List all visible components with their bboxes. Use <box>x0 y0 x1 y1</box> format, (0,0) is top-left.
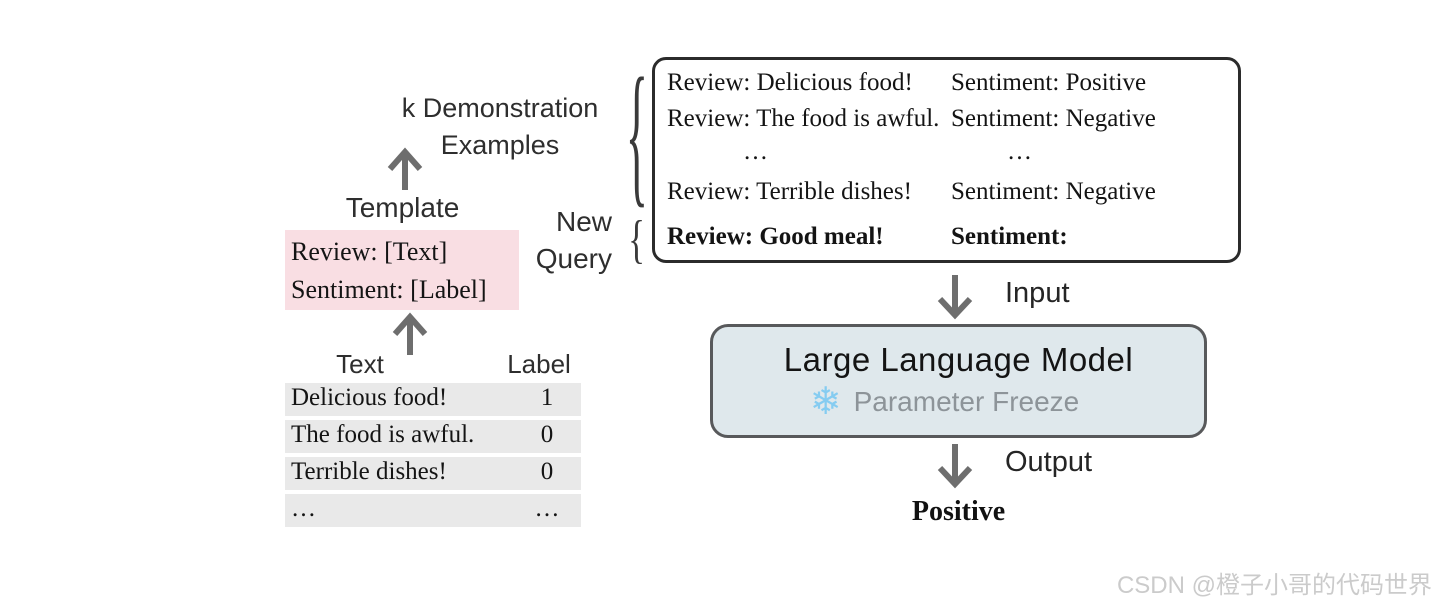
template-label: Template <box>345 192 460 223</box>
table-cell-label: 1 <box>540 384 554 411</box>
result-label: Positive <box>911 496 1006 527</box>
dataset-table: Delicious food! 1 The food is awful. 0 T… <box>285 383 581 531</box>
brace-icon: { <box>628 209 646 269</box>
prompt-sentiment: Sentiment: Negative <box>951 178 1156 205</box>
table-row: Delicious food! 1 <box>285 383 581 416</box>
output-label: Output <box>1005 446 1093 478</box>
table-row: … … <box>285 494 581 527</box>
table-cell-label: 0 <box>540 458 554 485</box>
table-cell-text: Terrible dishes! <box>291 458 447 485</box>
llm-box: Large Language Model ❄ Parameter Freeze <box>710 324 1207 438</box>
prompt-sentiment: … <box>1007 138 1032 165</box>
llm-title: Large Language Model <box>783 341 1134 378</box>
arrow-down-icon <box>937 444 973 489</box>
prompt-review: Review: Terrible dishes! <box>667 178 912 205</box>
snowflake-icon: ❄ <box>809 381 842 423</box>
prompt-review: Review: Delicious food! <box>667 69 913 96</box>
template-box-line1: Review: [Text] <box>291 237 448 266</box>
new-query-label: New Query <box>518 203 612 277</box>
table-cell-label: 0 <box>540 421 554 448</box>
table-header-label: Label <box>507 349 571 379</box>
prompt-box: Review: Delicious food! Sentiment: Posit… <box>652 57 1241 263</box>
table-header-text: Text <box>336 349 384 379</box>
table-row: The food is awful. 0 <box>285 420 581 453</box>
llm-subtitle-row: ❄ Parameter Freeze <box>810 383 1079 421</box>
table-cell-text: … <box>291 495 316 522</box>
arrow-up-icon <box>392 312 428 355</box>
k-demonstration-line2: Examples <box>440 130 560 160</box>
prompt-review: … <box>743 138 768 165</box>
table-row: Terrible dishes! 0 <box>285 457 581 490</box>
prompt-review: Review: The food is awful. <box>667 105 940 132</box>
template-box: Review: [Text] Sentiment: [Label] <box>285 230 519 310</box>
k-demonstration-label: k Demonstration Examples <box>350 90 650 164</box>
prompt-review: Review: Good meal! <box>667 223 884 250</box>
watermark: CSDN @橙子小哥的代码世界 <box>1116 572 1432 599</box>
table-cell-text: The food is awful. <box>291 421 475 448</box>
arrow-down-icon <box>937 275 973 320</box>
input-label: Input <box>1005 277 1070 309</box>
new-query-line1: New <box>555 206 612 237</box>
prompt-sentiment: Sentiment: Negative <box>951 105 1156 132</box>
parameter-freeze-label: Parameter Freeze <box>853 386 1080 417</box>
prompt-sentiment: Sentiment: <box>951 223 1068 250</box>
new-query-line2: Query <box>535 243 612 274</box>
template-box-line2: Sentiment: [Label] <box>291 275 487 304</box>
brace-icon: { <box>625 48 649 222</box>
table-cell-text: Delicious food! <box>291 384 448 411</box>
table-cell-label: … <box>534 495 560 522</box>
prompt-sentiment: Sentiment: Positive <box>951 69 1147 96</box>
arrow-up-icon <box>387 147 423 190</box>
k-demonstration-line1: k Demonstration <box>401 93 599 123</box>
